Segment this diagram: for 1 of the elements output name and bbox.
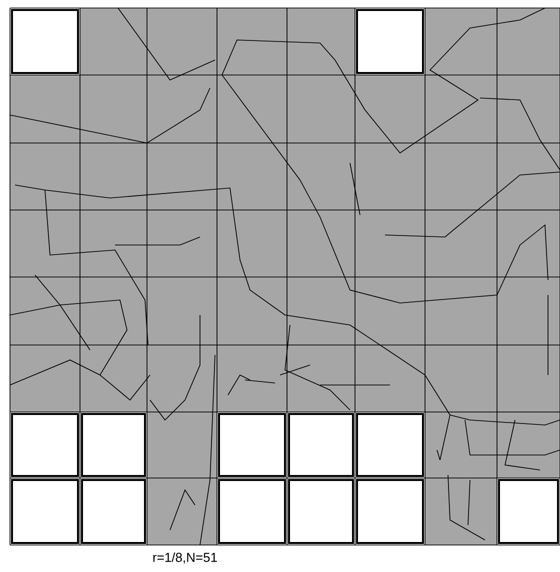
caption: r=1/8,N=51 xyxy=(153,552,217,564)
